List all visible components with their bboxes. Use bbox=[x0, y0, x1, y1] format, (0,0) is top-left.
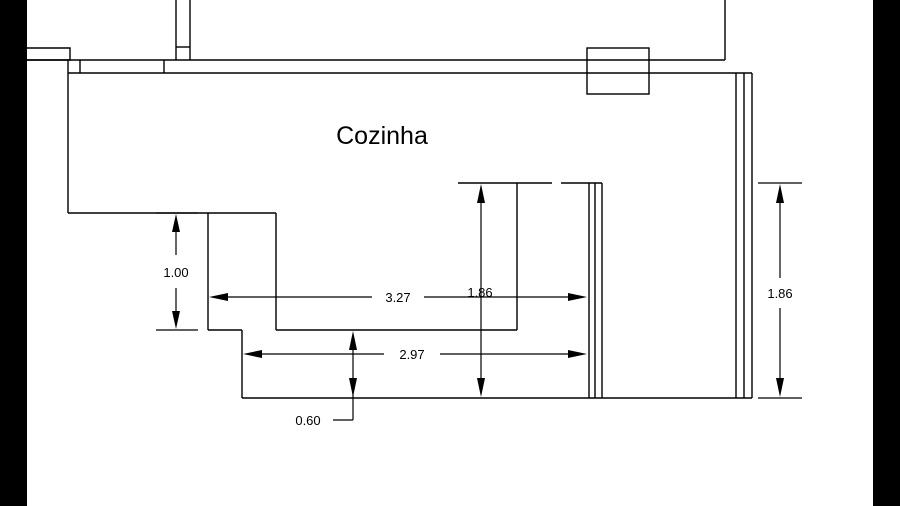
dimension-label: 1.00 bbox=[163, 265, 188, 280]
dimension-right-height: 1.86 bbox=[758, 182, 802, 399]
dimension-width-lower: 2.97 bbox=[243, 347, 587, 362]
right-wall bbox=[735, 73, 753, 398]
dimension-label: 1.86 bbox=[467, 285, 492, 300]
dimension-overlap-height: 1.86 bbox=[467, 184, 493, 397]
dimension-label: 2.97 bbox=[399, 347, 424, 362]
room-outline bbox=[67, 73, 752, 399]
dimension-step: 0.60 bbox=[295, 331, 357, 428]
drawing-sheet bbox=[27, 0, 873, 506]
dimension-width-upper: 3.27 bbox=[209, 290, 587, 305]
dimension-label: 3.27 bbox=[385, 290, 410, 305]
upper-walls bbox=[27, 0, 752, 74]
room-label: Cozinha bbox=[336, 122, 428, 150]
dimension-left-height: 1.00 bbox=[156, 212, 198, 331]
column bbox=[586, 47, 650, 95]
dimension-label: 1.86 bbox=[767, 286, 792, 301]
dimension-label: 0.60 bbox=[295, 413, 320, 428]
